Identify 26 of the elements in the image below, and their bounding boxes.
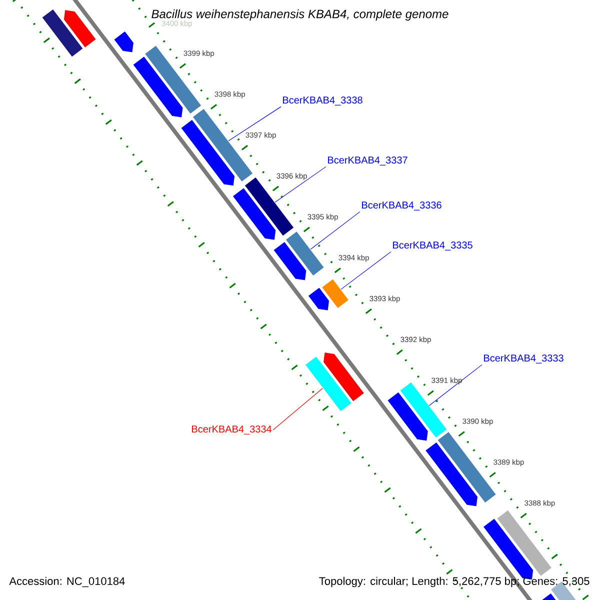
title: Bacillus weihenstephanensis KBAB4, complete genome <box>152 9 448 21</box>
leader-line <box>272 388 323 430</box>
gene-block <box>308 286 330 311</box>
gene-label: BcerKBAB4_3333 <box>484 354 564 364</box>
gene-label: BcerKBAB4_3337 <box>328 156 408 166</box>
gene-block <box>424 442 478 507</box>
gene-label: BcerKBAB4_3336 <box>362 202 442 210</box>
gene-bar <box>304 356 352 412</box>
leader-line <box>274 166 326 202</box>
gene-block <box>232 187 276 241</box>
gene-bar <box>285 230 325 276</box>
gene-block <box>63 9 97 48</box>
gene-label: BcerKBAB4_3334 <box>192 426 272 434</box>
leader-line <box>310 211 360 250</box>
leader-line <box>340 251 392 290</box>
gene-bar <box>496 509 552 577</box>
gene-bar <box>144 44 202 114</box>
gene-bar <box>321 278 350 309</box>
gene-block <box>322 352 365 402</box>
gene-label: BcerKBAB4_3338 <box>283 96 362 106</box>
leader-line <box>428 364 482 406</box>
gene-block <box>386 391 428 442</box>
genome-info-text: Topology: circular; Length: 5,262,775 bp; Genes: 5,305 <box>319 576 590 588</box>
gene-label: BcerKBAB4_3335 <box>393 242 472 250</box>
leader-line <box>228 106 282 142</box>
accession-text: Accession: NC_010184 <box>9 576 125 588</box>
